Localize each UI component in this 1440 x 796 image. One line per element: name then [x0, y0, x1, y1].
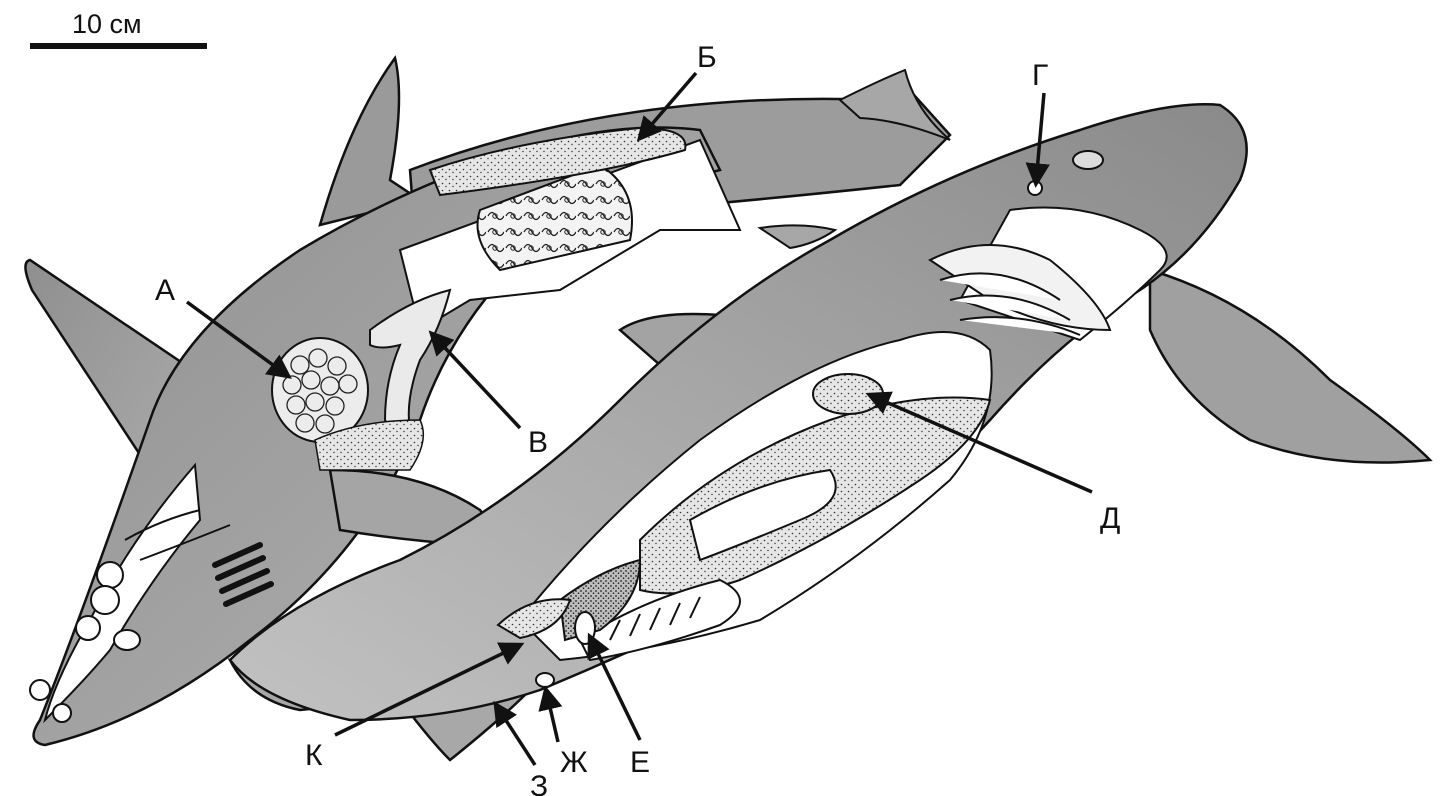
label-v: В: [528, 426, 548, 459]
label-k: К: [305, 739, 323, 772]
shark-two-eye: [1073, 151, 1103, 169]
label-g: Г: [1032, 59, 1048, 92]
organ-zh: [536, 673, 554, 687]
label-b: Б: [697, 41, 717, 74]
organ-g: [1028, 181, 1042, 195]
arrow-z: [496, 705, 535, 765]
scale-bar: 10 см: [30, 9, 207, 49]
scale-bar-label: 10 см: [72, 9, 142, 39]
label-a: А: [155, 274, 175, 307]
shark-two-pectoral-fin: [1150, 270, 1430, 463]
arrow-zh: [546, 690, 558, 742]
label-zh: Ж: [560, 746, 588, 779]
label-e: Е: [630, 746, 650, 779]
organ-d: [813, 374, 883, 414]
label-z: З: [530, 770, 548, 796]
arrow-v: [432, 334, 520, 428]
scale-bar-line: [30, 43, 207, 49]
label-d: Д: [1100, 502, 1120, 535]
